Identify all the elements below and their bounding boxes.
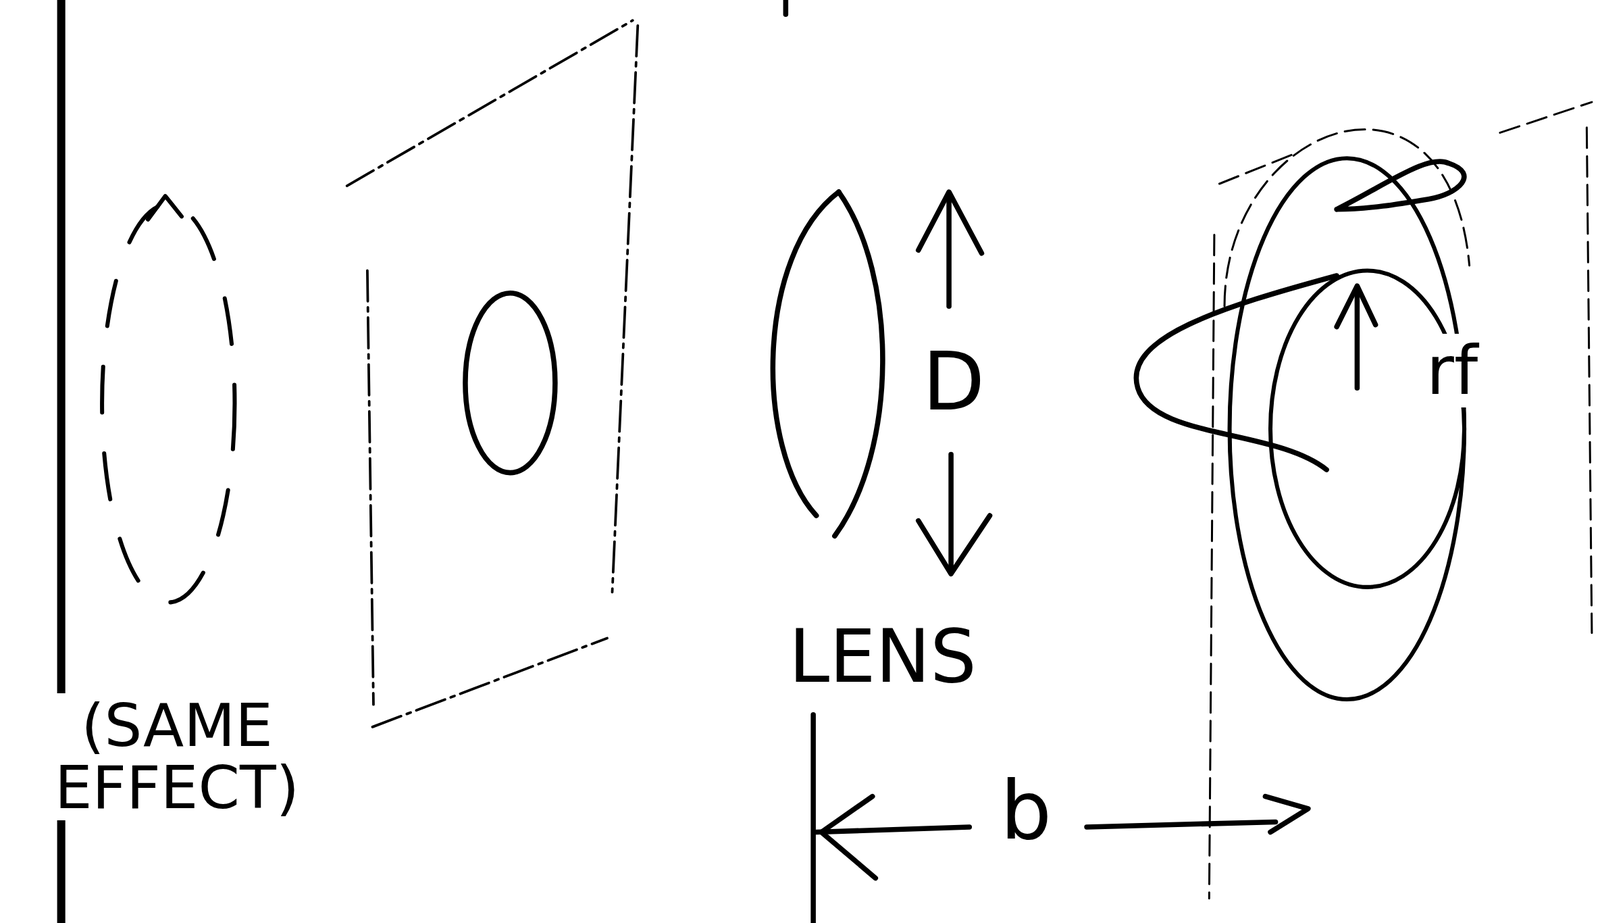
screen-plane (347, 20, 639, 727)
dashed-arrowhead (147, 195, 182, 220)
lens-left-face (772, 191, 839, 516)
margin-tick (783, 0, 789, 15)
radius-arrow (1336, 285, 1376, 388)
diameter-arrow (918, 191, 991, 574)
dimension-label: b (996, 766, 1056, 855)
dimension-label: D (918, 337, 989, 426)
top-loop (1336, 161, 1465, 210)
dimension-label: rf (1422, 333, 1482, 408)
note-label: (SAME EFFECT) (31, 692, 323, 821)
focal-inner-ring (1270, 270, 1465, 587)
focal-outer-ring (1229, 158, 1465, 700)
distance-arrow (813, 714, 1309, 923)
dashed-aperture (101, 203, 235, 602)
lens-right-face (834, 191, 883, 536)
focal-plane (1208, 101, 1592, 899)
spot-loop (1136, 275, 1337, 470)
part-label: LENS (784, 616, 981, 696)
aperture-hole (465, 293, 556, 473)
